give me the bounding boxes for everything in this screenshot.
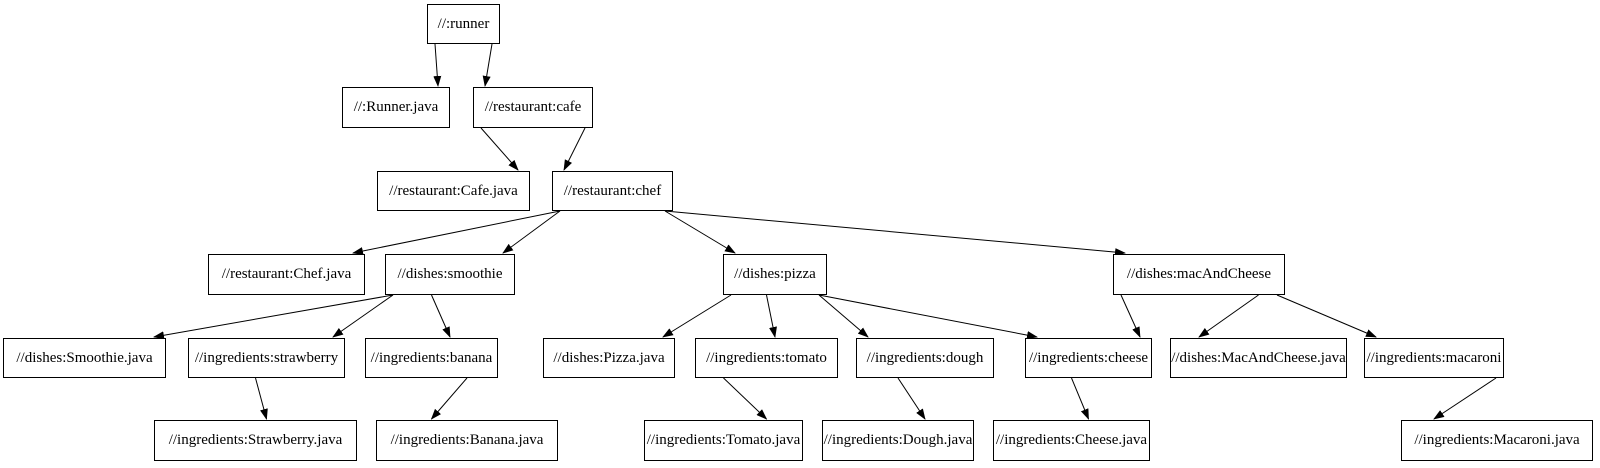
edge-chef-mac: [664, 210, 1126, 257]
edge-pizza-tomato: [766, 294, 777, 338]
graph-node-tomato_java: //ingredients:Tomato.java: [644, 420, 803, 461]
edge-smoothie-strawberry: [332, 294, 394, 338]
edge-dough-dough_java: [897, 377, 926, 420]
graph-node-banana: //ingredients:banana: [365, 338, 498, 378]
graph-node-runner: //:runner: [427, 4, 500, 44]
edge-cafe-chef: [563, 127, 586, 171]
edge-chef-chef_java: [352, 210, 561, 255]
edge-pizza-dough: [818, 294, 869, 338]
edge-chef-pizza: [664, 210, 736, 254]
graph-node-smoothie: //dishes:smoothie: [385, 254, 515, 295]
graph-node-runner_java: //:Runner.java: [342, 87, 450, 128]
edge-banana-banana_java: [430, 377, 468, 420]
graph-node-mac_java: //dishes:MacAndCheese.java: [1170, 338, 1347, 378]
graph-node-dough_java: //ingredients:Dough.java: [822, 420, 974, 461]
edge-smoothie-banana: [431, 294, 451, 338]
graph-node-chef_java: //restaurant:Chef.java: [208, 254, 365, 295]
graph-node-dough: //ingredients:dough: [856, 338, 994, 378]
edge-cheese-cheese_java: [1071, 377, 1089, 420]
graph-node-cafe: //restaurant:cafe: [473, 87, 593, 128]
edge-smoothie-smoothie_java: [153, 294, 394, 340]
graph-node-tomato: //ingredients:tomato: [695, 338, 838, 378]
edge-runner-runner_java: [433, 43, 442, 87]
graph-node-macaroni_java: //ingredients:Macaroni.java: [1401, 420, 1593, 461]
graph-node-pizza: //dishes:pizza: [723, 254, 827, 295]
graph-node-mac: //dishes:macAndCheese: [1113, 254, 1285, 295]
edge-tomato-tomato_java: [723, 377, 768, 420]
graph-node-strawberry: //ingredients:strawberry: [188, 338, 345, 378]
graph-node-smoothie_java: //dishes:Smoothie.java: [3, 338, 166, 378]
graph-node-strawberry_java: //ingredients:Strawberry.java: [154, 420, 357, 461]
edge-mac-macaroni: [1276, 294, 1377, 338]
edge-strawberry-strawberry_java: [255, 377, 268, 420]
edge-pizza-cheese: [818, 294, 1038, 340]
edge-macaroni-macaroni_java: [1433, 377, 1497, 420]
edge-cafe-cafe_java: [480, 127, 519, 171]
edge-runner-cafe: [482, 43, 493, 87]
edge-mac-mac_java: [1198, 294, 1259, 338]
edge-pizza-pizza_java: [662, 294, 732, 338]
graph-node-macaroni: //ingredients:macaroni: [1364, 338, 1504, 378]
graph-node-cheese_java: //ingredients:Cheese.java: [993, 420, 1150, 461]
edge-chef-smoothie: [502, 210, 561, 254]
graph-node-banana_java: //ingredients:Banana.java: [376, 420, 558, 461]
graph-node-chef: //restaurant:chef: [552, 171, 673, 211]
graph-node-pizza_java: //dishes:Pizza.java: [543, 338, 675, 378]
edge-mac-cheese: [1120, 294, 1141, 338]
graph-node-cafe_java: //restaurant:Cafe.java: [377, 171, 530, 211]
graph-node-cheese: //ingredients:cheese: [1025, 338, 1152, 378]
